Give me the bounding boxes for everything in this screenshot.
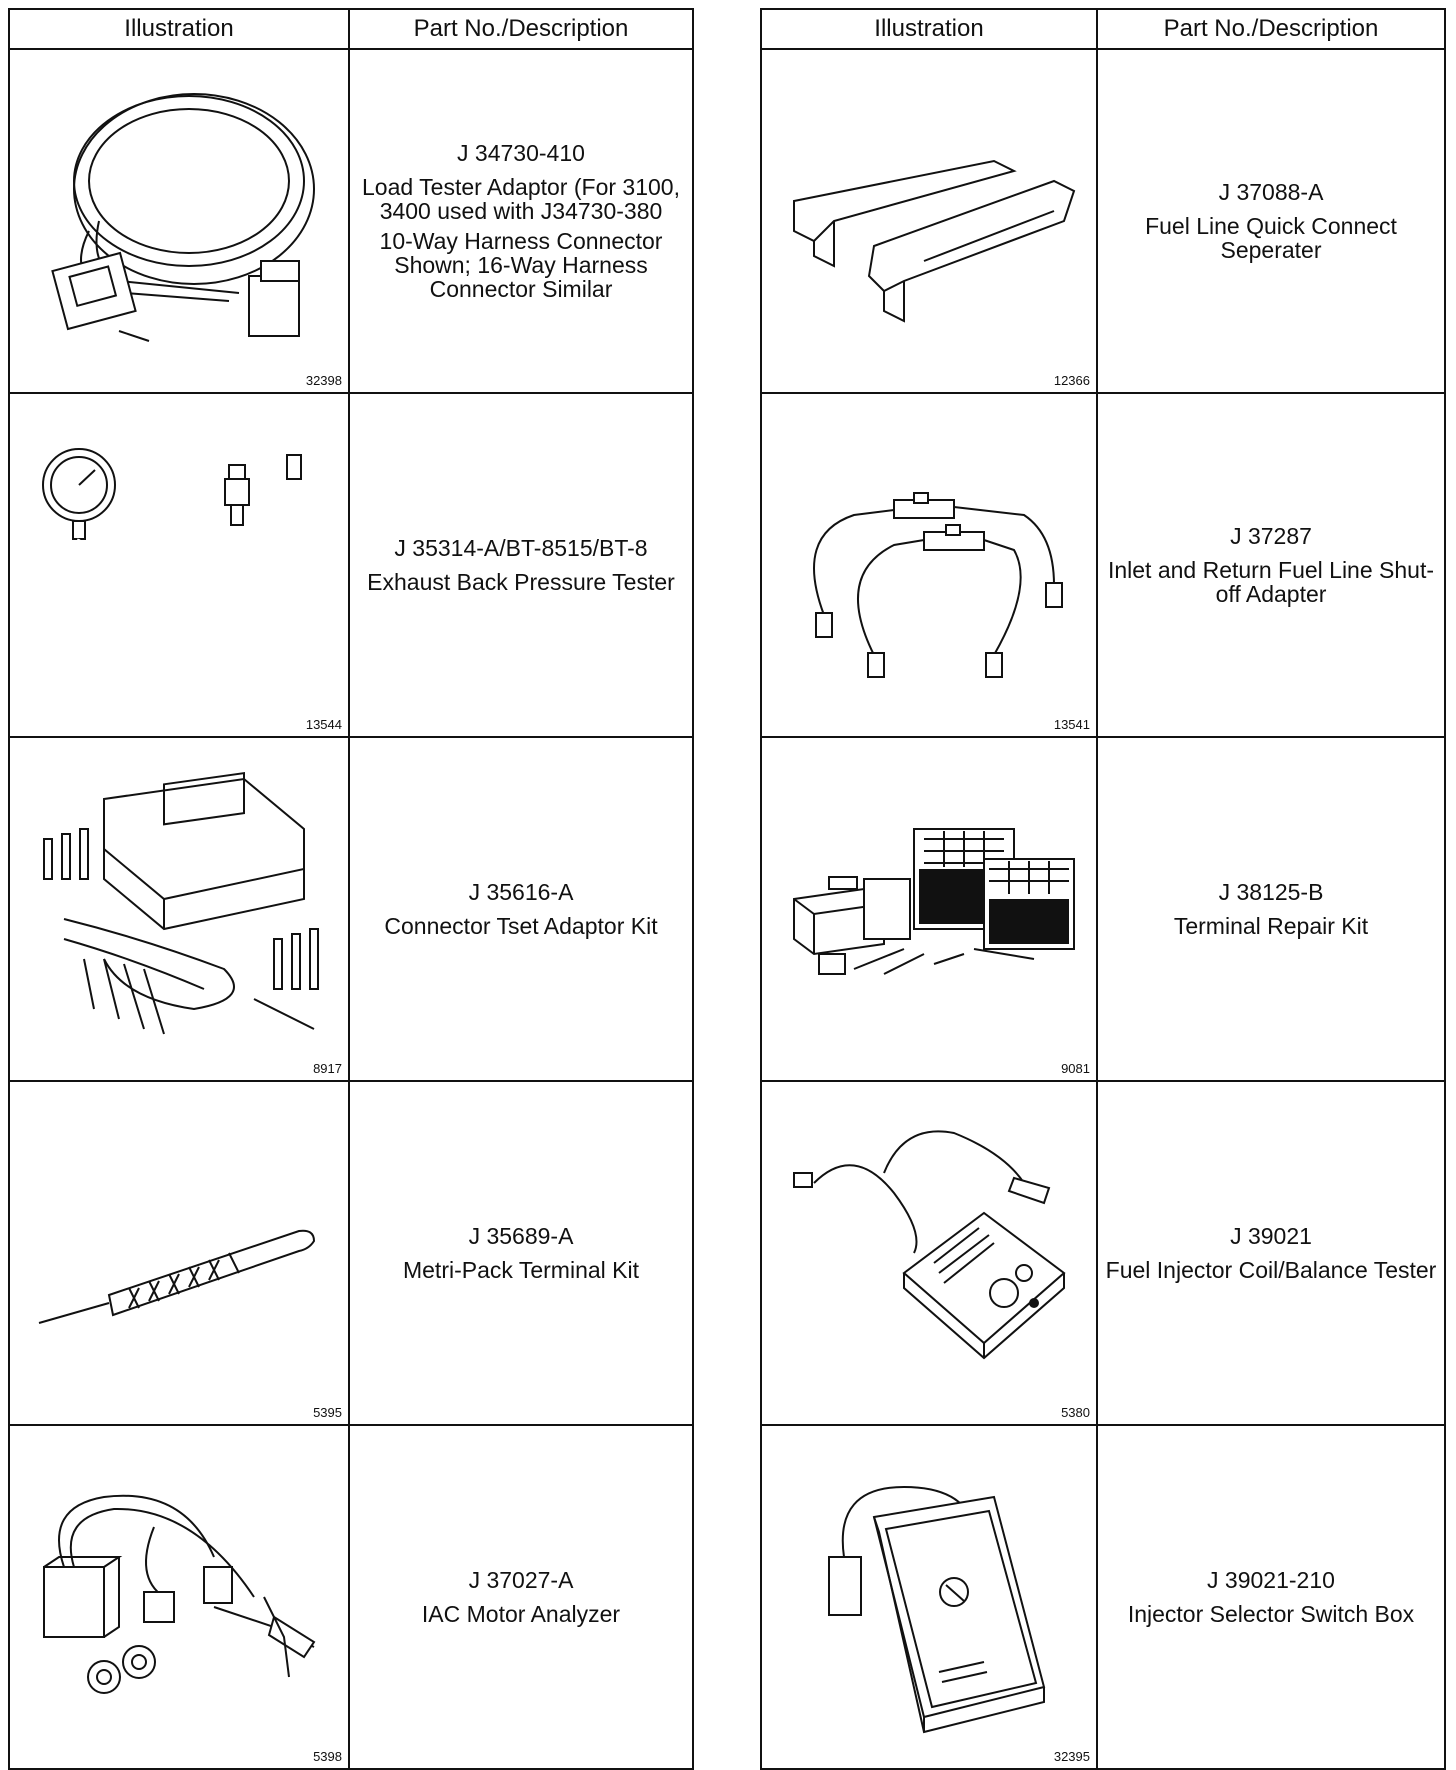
description-cell: J 38125-B Terminal Repair Kit bbox=[1096, 736, 1446, 1082]
adaptor-kit-case-icon bbox=[43, 771, 319, 1035]
pressure-gauge-icon bbox=[42, 448, 302, 691]
illustration-cell: 13544 bbox=[8, 392, 350, 738]
description-line: Metri-Pack Terminal Kit bbox=[402, 1257, 640, 1283]
description-line: Connector Tset Adaptor Kit bbox=[384, 913, 658, 939]
part-number: J 35689-A bbox=[468, 1223, 574, 1249]
part-number: J 37287 bbox=[1230, 523, 1312, 549]
figure-number: 13544 bbox=[305, 717, 342, 732]
description-line: Inlet and Return Fuel Line Shut-off Adap… bbox=[1107, 557, 1435, 607]
table-row: 8917 J 35616-A Connector Tset Adaptor Ki… bbox=[8, 736, 694, 1082]
description-line: IAC Motor Analyzer bbox=[421, 1601, 621, 1627]
figure-number: 5395 bbox=[313, 1405, 342, 1420]
table-row: 12366 J 37088-A Fuel Line Quick Connect … bbox=[760, 48, 1446, 394]
quick-connect-separator-icon bbox=[793, 159, 1076, 323]
header-row: Illustration Part No./Description bbox=[8, 8, 694, 50]
illustration-cell: 13541 bbox=[760, 392, 1098, 738]
illustration-cell: 5380 bbox=[760, 1080, 1098, 1426]
description-cell: J 37027-A IAC Motor Analyzer bbox=[348, 1424, 694, 1770]
tools-table-right: Illustration Part No./Description 12366 … bbox=[760, 8, 1446, 1770]
description-line: Fuel Injector Coil/Balance Tester bbox=[1105, 1257, 1437, 1283]
harness-cable-icon bbox=[51, 93, 315, 342]
description-cell: J 35314-A/BT-8515/BT-8 Exhaust Back Pres… bbox=[348, 392, 694, 738]
description-line: Injector Selector Switch Box bbox=[1127, 1601, 1415, 1627]
figure-number: 8917 bbox=[313, 1061, 342, 1076]
table-row: 5395 J 35689-A Metri-Pack Terminal Kit bbox=[8, 1080, 694, 1426]
header-part-description: Part No./Description bbox=[1096, 8, 1446, 50]
part-number: J 37088-A bbox=[1218, 179, 1324, 205]
part-number: J 35314-A/BT-8515/BT-8 bbox=[394, 535, 648, 561]
description-line: Exhaust Back Pressure Tester bbox=[367, 569, 675, 595]
illustration-cell: 9081 bbox=[760, 736, 1098, 1082]
illustration-cell: 12366 bbox=[760, 48, 1098, 394]
description-line: 10-Way Harness Connector Shown; 16-Way H… bbox=[379, 228, 663, 302]
description-line: Load Tester Adaptor (For 3100, 3400 used… bbox=[362, 174, 680, 224]
description-cell: J 37287 Inlet and Return Fuel Line Shut-… bbox=[1096, 392, 1446, 738]
terminal-repair-kit-icon bbox=[793, 828, 1075, 975]
description-cell: J 35616-A Connector Tset Adaptor Kit bbox=[348, 736, 694, 1082]
part-number: J 35616-A bbox=[468, 879, 574, 905]
figure-number: 13541 bbox=[1053, 717, 1090, 732]
figure-number: 32398 bbox=[305, 373, 342, 388]
illustration-cell: 32398 bbox=[8, 48, 350, 394]
header-part-description: Part No./Description bbox=[348, 8, 694, 50]
illustration-cell: 8917 bbox=[8, 736, 350, 1082]
part-number: J 38125-B bbox=[1218, 879, 1324, 905]
figure-number: 5380 bbox=[1061, 1405, 1090, 1420]
injector-tester-icon bbox=[793, 1130, 1066, 1360]
illustration-cell: 32395 bbox=[760, 1424, 1098, 1770]
description-cell: J 34730-410 Load Tester Adaptor (For 310… bbox=[348, 48, 694, 394]
table-row: 5398 J 37027-A IAC Motor Analyzer bbox=[8, 1424, 694, 1770]
description-cell: J 39021 Fuel Injector Coil/Balance Teste… bbox=[1096, 1080, 1446, 1426]
description-cell: J 35689-A Metri-Pack Terminal Kit bbox=[348, 1080, 694, 1426]
iac-analyzer-icon bbox=[43, 1494, 316, 1694]
header-illustration: Illustration bbox=[8, 8, 350, 50]
tools-table-left: Illustration Part No./Description 32398 … bbox=[8, 8, 694, 1770]
table-row: 13544 J 35314-A/BT-8515/BT-8 Exhaust Bac… bbox=[8, 392, 694, 738]
illustration-cell: 5398 bbox=[8, 1424, 350, 1770]
table-row: 32395 J 39021-210 Injector Selector Swit… bbox=[760, 1424, 1446, 1770]
part-number: J 37027-A bbox=[468, 1567, 574, 1593]
header-row: Illustration Part No./Description bbox=[760, 8, 1446, 50]
description-line: Fuel Line Quick Connect Seperater bbox=[1145, 213, 1397, 263]
header-illustration: Illustration bbox=[760, 8, 1098, 50]
figure-number: 5398 bbox=[313, 1749, 342, 1764]
fuel-line-adapter-icon bbox=[813, 492, 1063, 678]
figure-number: 32395 bbox=[1053, 1749, 1090, 1764]
table-row: 9081 J 38125-B Terminal Repair Kit bbox=[760, 736, 1446, 1082]
selector-switch-box-icon bbox=[828, 1485, 1046, 1734]
illustration-cell: 5395 bbox=[8, 1080, 350, 1426]
table-row: 5380 J 39021 Fuel Injector Coil/Balance … bbox=[760, 1080, 1446, 1426]
figure-number: 12366 bbox=[1053, 373, 1090, 388]
description-cell: J 39021-210 Injector Selector Switch Box bbox=[1096, 1424, 1446, 1770]
description-line: Terminal Repair Kit bbox=[1173, 913, 1369, 939]
table-row: 32398 J 34730-410 Load Tester Adaptor (F… bbox=[8, 48, 694, 394]
terminal-probe-icon bbox=[38, 1229, 316, 1324]
figure-number: 9081 bbox=[1061, 1061, 1090, 1076]
table-row: 13541 J 37287 Inlet and Return Fuel Line… bbox=[760, 392, 1446, 738]
part-number: J 34730-410 bbox=[457, 140, 585, 166]
part-number: J 39021-210 bbox=[1207, 1567, 1335, 1593]
part-number: J 39021 bbox=[1230, 1223, 1312, 1249]
description-cell: J 37088-A Fuel Line Quick Connect Sepera… bbox=[1096, 48, 1446, 394]
